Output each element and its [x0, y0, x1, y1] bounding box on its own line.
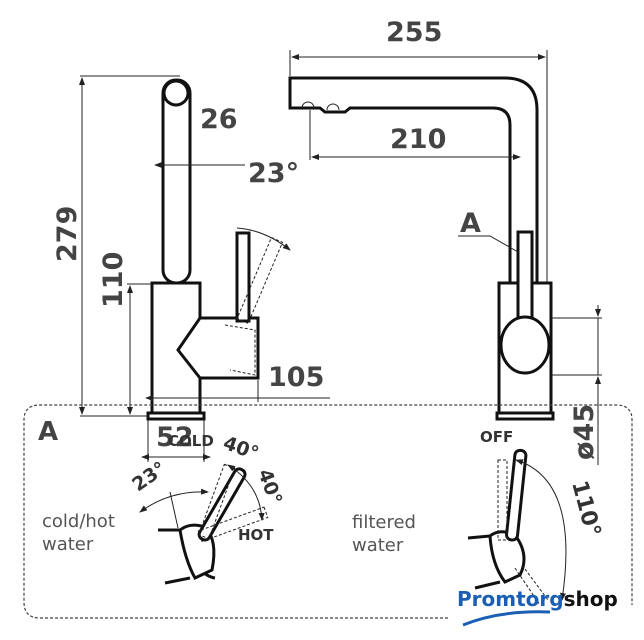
- filter-lever-detail: [467, 448, 567, 606]
- dim-255: 255: [386, 17, 442, 48]
- dim-110: 110: [98, 252, 129, 308]
- svg-text:Promtorgshop: Promtorgshop: [457, 587, 618, 611]
- filter-label-line1: filtered: [352, 512, 416, 533]
- side-view-dimensions: [79, 75, 330, 462]
- detail-frame: [23, 404, 633, 619]
- detail-title: A: [38, 417, 58, 447]
- dim-210: 210: [390, 124, 446, 155]
- label-off: OFF: [480, 428, 513, 446]
- dim-23-degrees: 23°: [248, 158, 299, 189]
- logo-swoosh: [462, 610, 551, 627]
- dim-diameter-45: ø45: [569, 404, 600, 460]
- side-view-faucet: [146, 78, 284, 421]
- label-hot: HOT: [238, 526, 274, 544]
- logo-part2: shop: [564, 587, 618, 611]
- label-cold: COLD: [168, 432, 214, 450]
- filter-label-line2: water: [352, 535, 404, 556]
- dim-52: 52: [156, 422, 194, 453]
- detail-marker-a: A: [460, 208, 481, 239]
- angle-cold-40: 40°: [220, 432, 261, 465]
- front-view-faucet: [288, 76, 555, 421]
- mixer-lever-detail: [139, 463, 269, 585]
- mixer-label-line2: water: [42, 534, 94, 555]
- angle-23: 23°: [128, 457, 170, 496]
- promtorgshop-logo: Promtorgshop: [457, 587, 618, 627]
- dim-26: 26: [200, 104, 238, 135]
- angle-110: 110°: [566, 478, 605, 539]
- mixer-label-line1: cold/hot: [42, 511, 115, 532]
- dim-279: 279: [52, 206, 83, 262]
- dim-105: 105: [268, 362, 324, 393]
- logo-part1: Promtorg: [457, 587, 564, 611]
- front-view-dimensions: [289, 50, 602, 465]
